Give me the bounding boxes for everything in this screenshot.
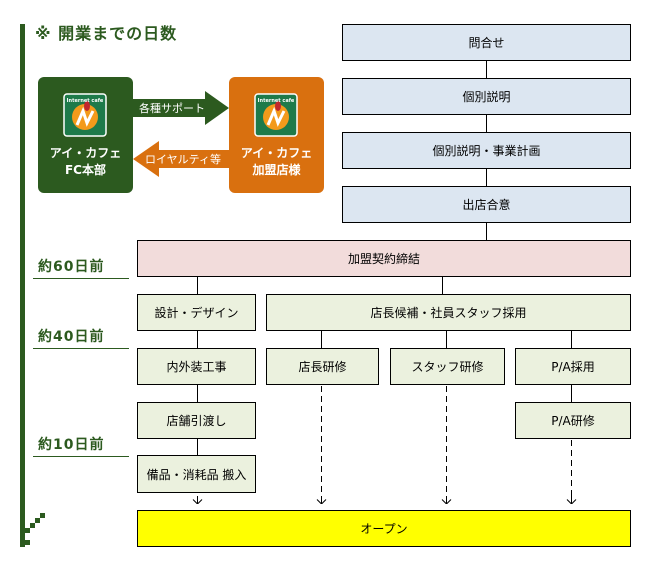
step-briefing-business-plan: 個別説明・事業計画 <box>342 132 631 169</box>
internet-cafe-logo-icon: Internet cafe <box>254 93 298 137</box>
dashed-connector <box>446 386 447 502</box>
step-individual-briefing: 個別説明 <box>342 78 631 115</box>
support-arrow-icon <box>133 91 229 125</box>
step-store-agreement: 出店合意 <box>342 186 631 223</box>
connector-line <box>446 331 447 348</box>
step-recruitment: 店長候補・社員スタッフ採用 <box>266 294 631 331</box>
step-pa-training: P/A研修 <box>515 402 631 439</box>
step-store-handover: 店舗引渡し <box>137 402 256 439</box>
royalty-arrow-icon <box>133 141 229 177</box>
dashed-connector <box>321 386 322 502</box>
step-design: 設計・デザイン <box>137 294 256 331</box>
franchisee-box: Internet cafe アイ・カフェ 加盟店様 <box>229 77 324 193</box>
royalty-arrow-label: ロイヤルティ等 <box>145 153 222 166</box>
timeline-label-60-days: 約60日前 <box>33 256 129 279</box>
connector-line <box>321 331 322 348</box>
timeline-corner-step <box>40 513 45 518</box>
step-interior-work: 内外装工事 <box>137 348 256 385</box>
timeline-corner-step <box>20 540 30 545</box>
dashed-connector <box>571 440 572 502</box>
connector-line <box>197 277 198 294</box>
step-open: オープン <box>137 510 631 547</box>
step-staff-training: スタッフ研修 <box>390 348 505 385</box>
connector-line <box>486 223 487 240</box>
step-pa-hiring: P/A採用 <box>515 348 631 385</box>
timeline-label-10-days: 約10日前 <box>33 434 129 457</box>
connector-line <box>442 277 443 294</box>
connector-line <box>197 439 198 455</box>
connector-line <box>571 331 572 348</box>
step-supplies-delivery: 備品・消耗品 搬入 <box>137 455 256 493</box>
hq-name-line1: アイ・カフェ <box>49 146 122 160</box>
down-arrow-icon <box>441 496 452 504</box>
franchisee-name-line1: アイ・カフェ <box>240 146 313 160</box>
down-arrow-icon <box>566 496 577 504</box>
internet-cafe-logo-icon: Internet cafe <box>63 93 107 137</box>
hq-name-line2: FC本部 <box>64 163 106 177</box>
timeline-label-40-days: 約40日前 <box>33 326 129 349</box>
timeline-bar <box>20 24 25 547</box>
step-franchise-contract: 加盟契約締結 <box>137 240 631 277</box>
svg-text:Internet cafe: Internet cafe <box>67 98 104 104</box>
down-arrow-icon <box>316 496 327 504</box>
support-arrow-label: 各種サポート <box>139 102 205 115</box>
page-title: ※ 開業までの日数 <box>35 24 178 43</box>
svg-text:Internet cafe: Internet cafe <box>258 98 295 104</box>
step-manager-training: 店長研修 <box>266 348 379 385</box>
connector-line <box>486 115 487 132</box>
franchisee-name-line2: 加盟店様 <box>252 163 301 177</box>
connector-line <box>486 169 487 186</box>
down-arrow-icon <box>192 496 203 504</box>
timeline-corner-step <box>25 528 30 533</box>
connector-line <box>197 385 198 402</box>
connector-line <box>571 385 572 402</box>
timeline-corner-step <box>30 523 35 528</box>
connector-line <box>486 61 487 78</box>
timeline-corner-step <box>35 518 40 523</box>
connector-line <box>197 331 198 348</box>
fc-headquarters-box: Internet cafe アイ・カフェ FC本部 <box>38 77 133 193</box>
step-inquiry: 問合せ <box>342 24 631 61</box>
